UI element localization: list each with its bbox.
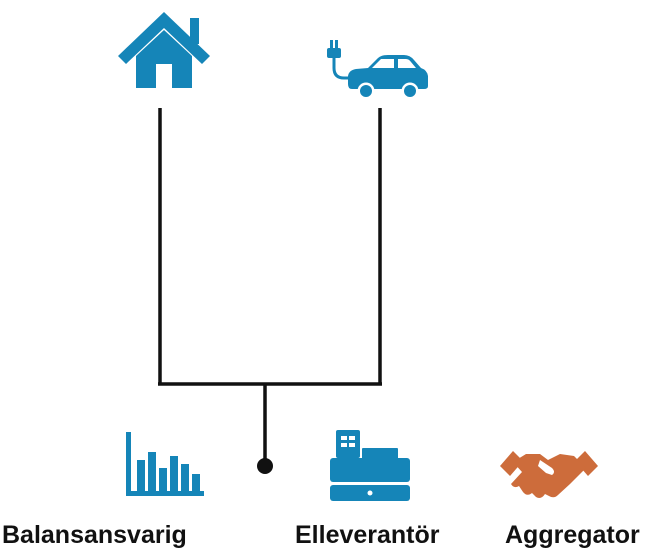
aggregator-label: Aggregator <box>505 521 640 549</box>
connector-lines <box>158 108 382 465</box>
cash-register-icon <box>330 430 410 501</box>
house-icon <box>118 12 210 88</box>
electric-car-icon <box>327 40 428 100</box>
electricity-supplier-label: Elleverantör <box>295 521 440 549</box>
handshake-icon <box>500 451 598 498</box>
bar-chart-icon <box>126 432 204 496</box>
junction-dot <box>257 458 273 474</box>
balance-responsible-label: Balansansvarig <box>2 521 187 549</box>
